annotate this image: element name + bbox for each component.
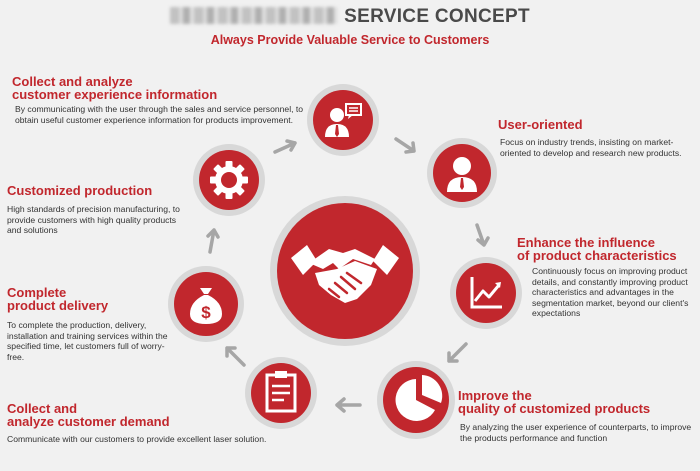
node-user-oriented	[427, 138, 497, 208]
user-icon	[447, 157, 477, 192]
demand-title-line2: analyze customer demand	[7, 414, 170, 429]
node-collect-feedback	[307, 84, 379, 156]
influence-desc: Continuously focus on improving product …	[532, 266, 689, 318]
delivery-desc: To complete the production, delivery, in…	[7, 320, 168, 362]
clipboard-icon	[265, 371, 297, 413]
quality-desc: By analyzing the user experience of coun…	[460, 422, 692, 443]
center-node	[270, 196, 420, 346]
arrow-quality-to-demand	[335, 397, 362, 413]
delivery-title-line2: product delivery	[7, 298, 109, 313]
node-delivery: $	[168, 266, 244, 342]
quality-title: Improve the quality of customized produc…	[458, 389, 650, 415]
arrow-customized-to-feedback	[273, 139, 297, 154]
blurred-company-name	[170, 7, 339, 24]
collect-feedback-title-line2: customer experience information	[12, 87, 218, 102]
demand-desc: Communicate with our customers to provid…	[7, 434, 267, 444]
quality-title-line1: Improve the	[458, 388, 532, 403]
line-chart-icon	[470, 277, 502, 309]
page-subtitle: Always Provide Valuable Service to Custo…	[210, 33, 490, 47]
user-oriented-title: User-oriented	[498, 117, 583, 132]
collect-feedback-title: Collect and analyze customer experience …	[12, 75, 217, 101]
influence-title-line1: Enhance the influence	[517, 235, 655, 250]
money-bag-icon: $	[190, 288, 222, 324]
node-influence	[450, 257, 522, 329]
page-title-text: SERVICE CONCEPT	[344, 6, 530, 27]
user-chat-icon	[325, 103, 362, 137]
gear-icon	[210, 161, 248, 199]
user-oriented-desc: Focus on industry trends, insisting on m…	[500, 137, 682, 158]
collect-feedback-title-line1: Collect and analyze	[12, 74, 133, 89]
arrow-delivery-to-customized	[206, 228, 220, 254]
arrow-user-to-influence	[475, 223, 490, 247]
customized-desc: High standards of precision manufacturin…	[7, 204, 180, 235]
node-collect-feedback-fill	[313, 90, 373, 150]
node-customized	[193, 144, 265, 216]
node-quality	[377, 361, 455, 439]
demand-title-line1: Collect and	[7, 401, 78, 416]
quality-title-line2: quality of customized products	[458, 401, 651, 416]
influence-title-line2: of product characteristics	[517, 248, 677, 263]
handshake-icon	[291, 245, 399, 303]
delivery-title-line1: Complete	[7, 285, 67, 300]
influence-title: Enhance the influence of product charact…	[517, 236, 677, 262]
arrow-feedback-to-user	[394, 137, 416, 154]
pie-chart-icon	[395, 375, 443, 421]
svg-text:$: $	[201, 303, 211, 322]
delivery-title: Complete product delivery	[7, 286, 108, 312]
node-demand	[245, 357, 317, 429]
arrow-influence-to-quality	[447, 342, 468, 363]
customized-title: Customized production	[7, 183, 153, 198]
arrow-demand-to-delivery	[225, 346, 246, 367]
page-title: SERVICE CONCEPT	[0, 6, 700, 28]
center-node-fill	[277, 203, 413, 339]
collect-feedback-desc: By communicating with the user through t…	[15, 104, 304, 125]
demand-title: Collect and analyze customer demand	[7, 402, 170, 428]
